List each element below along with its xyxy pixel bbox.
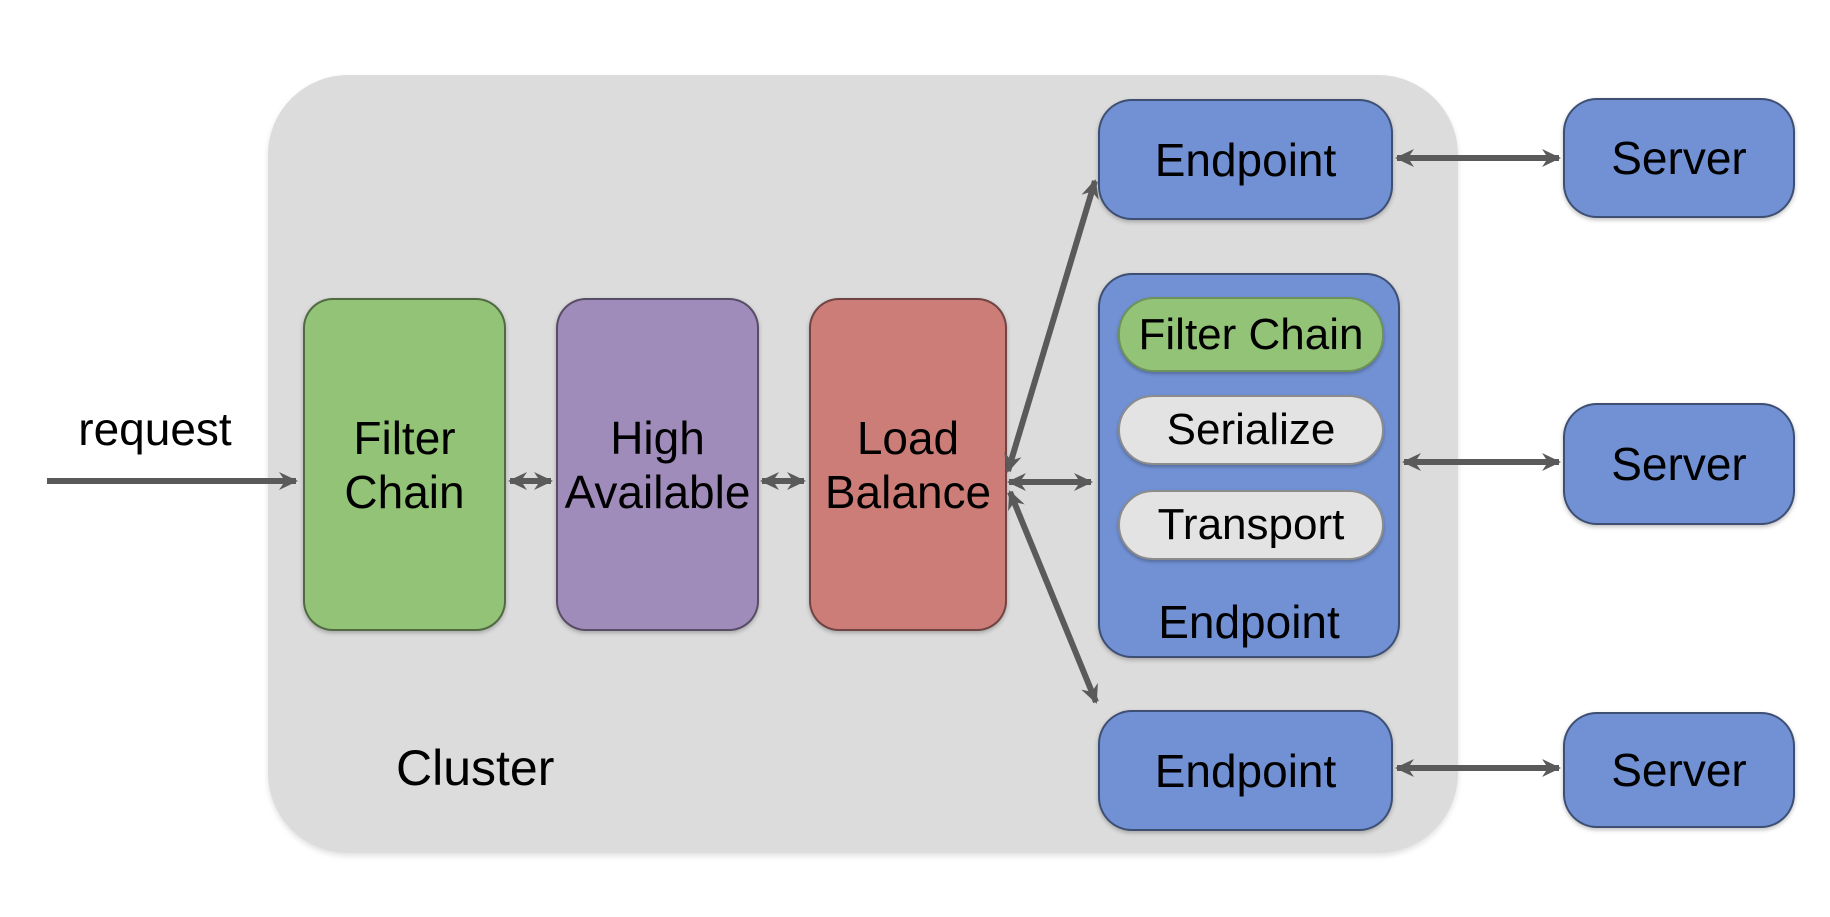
endpoint-bottom-node: Endpoint bbox=[1098, 710, 1393, 831]
endpoint-top-node: Endpoint bbox=[1098, 99, 1393, 220]
request-label: request bbox=[78, 403, 232, 455]
endpoint-filter-chain-pill: Filter Chain bbox=[1118, 297, 1384, 372]
endpoint-serialize-pill: Serialize bbox=[1118, 395, 1384, 465]
high-available-node: High Available bbox=[556, 298, 759, 631]
server-bottom-node: Server bbox=[1563, 712, 1795, 828]
load-balance-node: Load Balance bbox=[809, 298, 1007, 631]
cluster-label: Cluster bbox=[396, 740, 555, 796]
endpoint-transport-pill: Transport bbox=[1118, 490, 1384, 560]
server-middle-node: Server bbox=[1563, 403, 1795, 525]
server-top-node: Server bbox=[1563, 98, 1795, 218]
filter-chain-node: Filter Chain bbox=[303, 298, 506, 631]
endpoint-middle-node: Filter Chain Serialize Transport Endpoin… bbox=[1098, 273, 1400, 658]
endpoint-middle-label: Endpoint bbox=[1158, 596, 1340, 648]
